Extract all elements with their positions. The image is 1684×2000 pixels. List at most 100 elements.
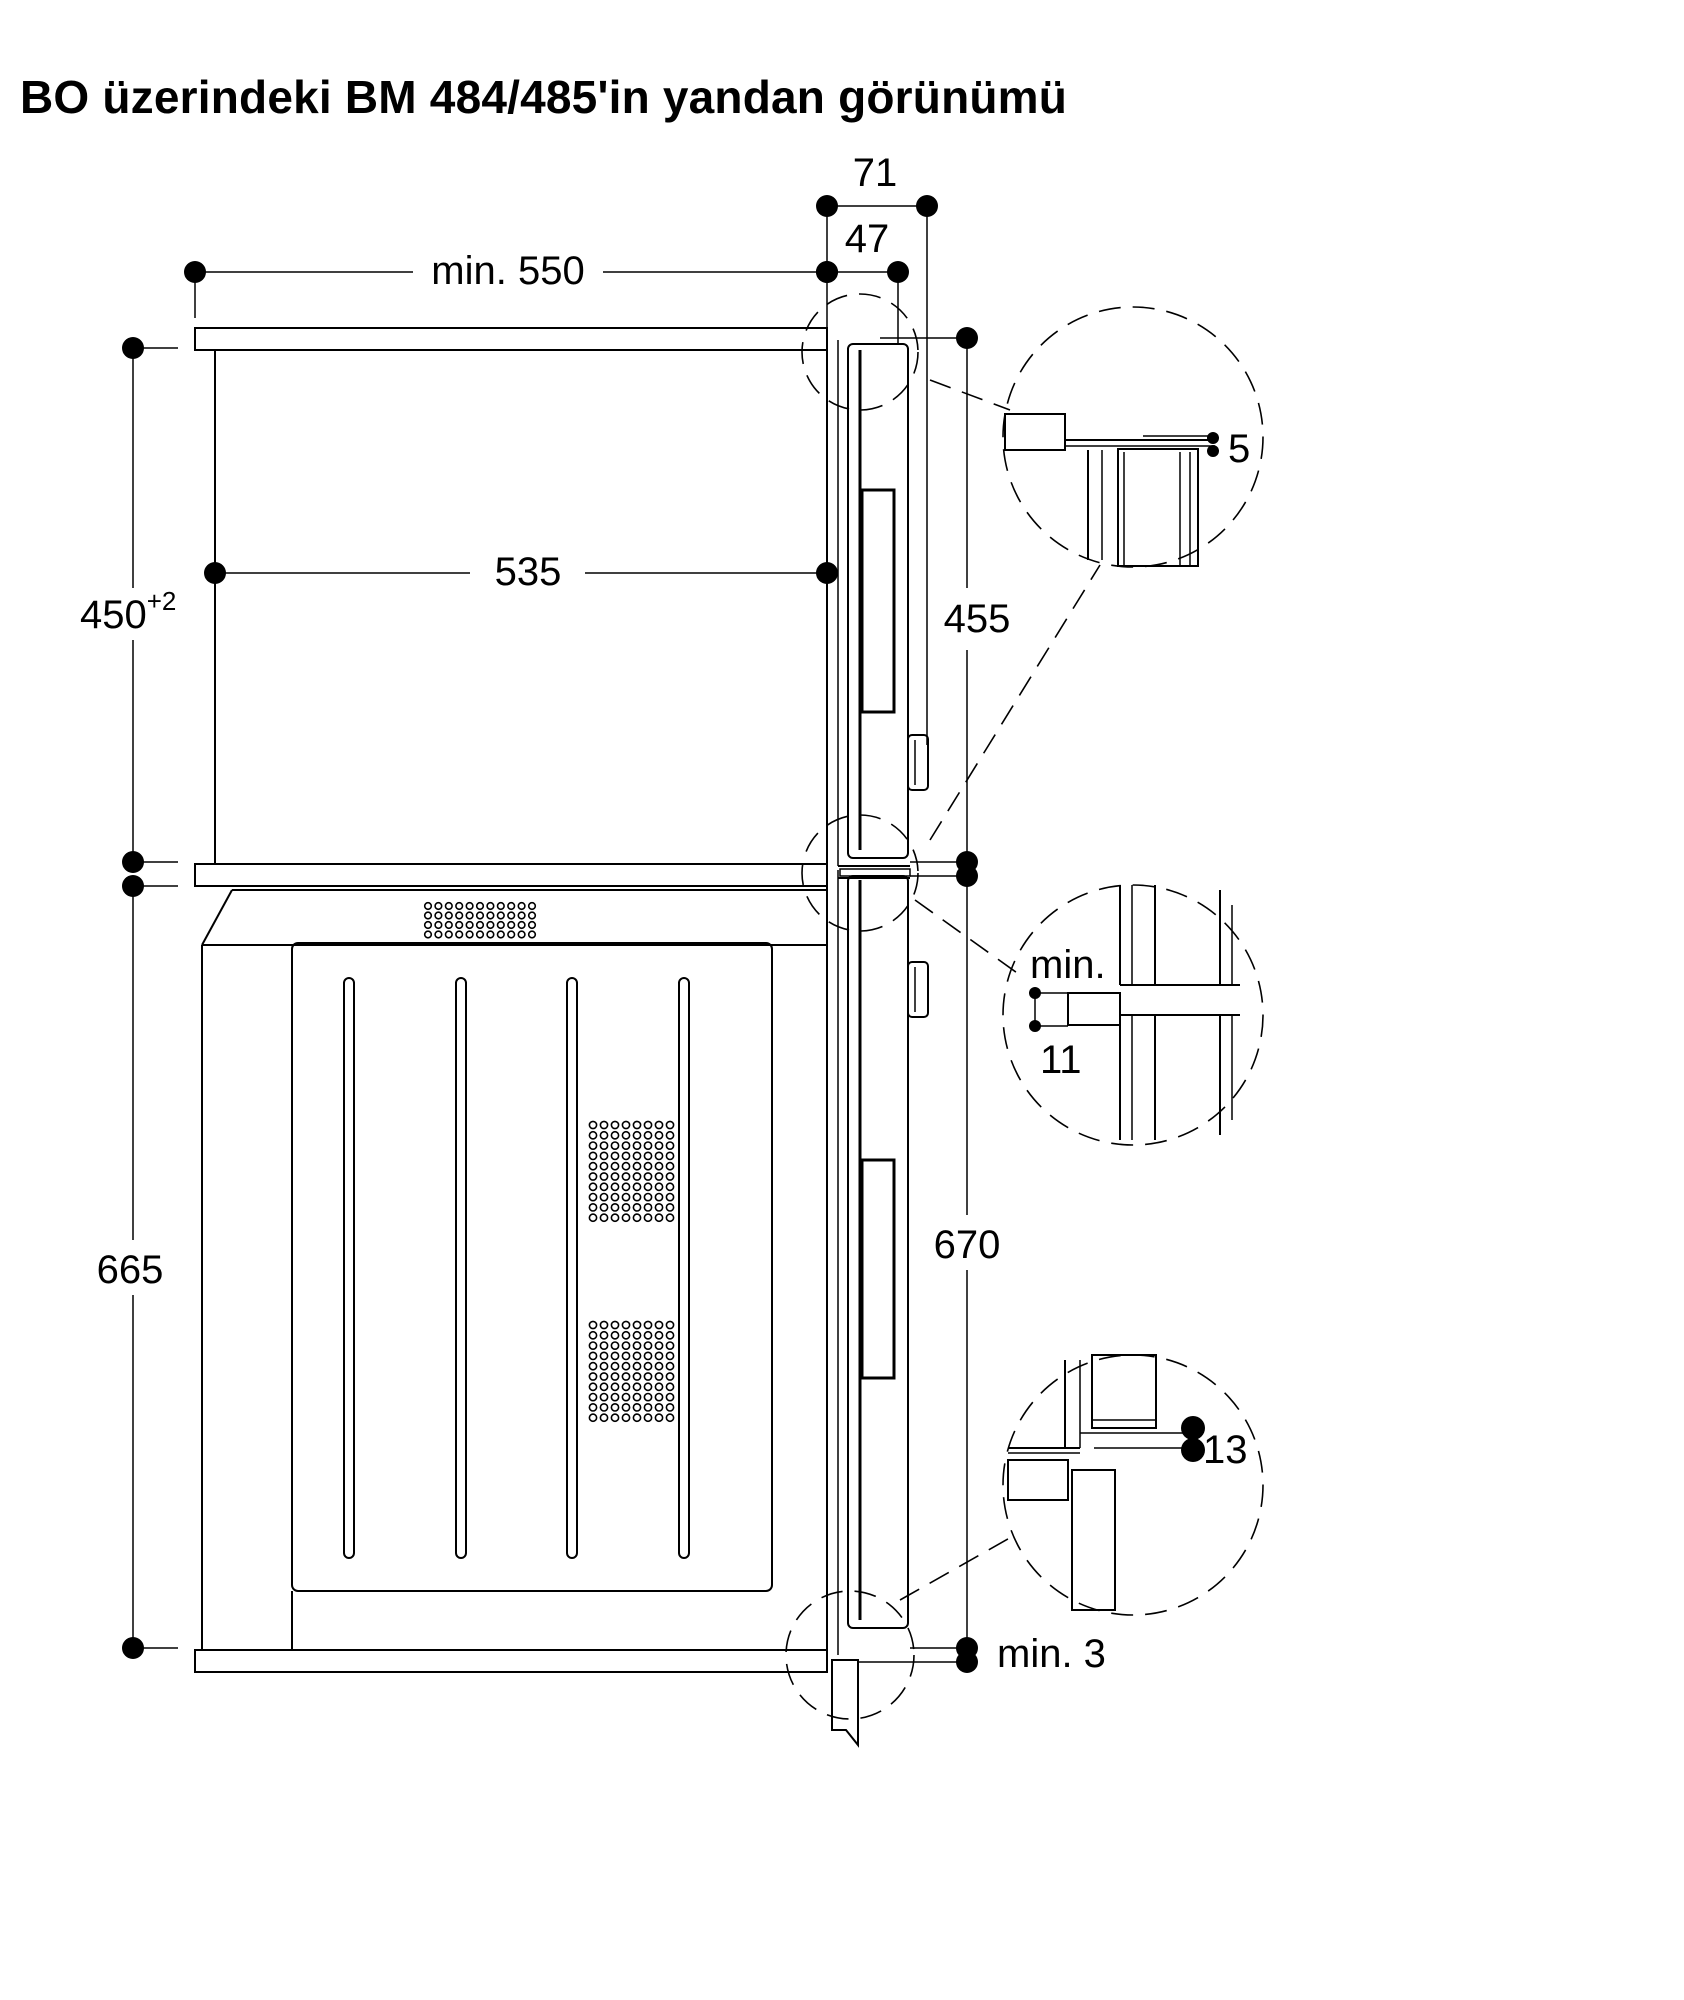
vent-hole [455, 930, 464, 939]
vent-hole [643, 1172, 653, 1181]
vent-hole [588, 1341, 598, 1350]
vent-hole [665, 1382, 675, 1392]
vent-hole [610, 1372, 620, 1381]
dim-670: 670 [934, 1223, 1001, 1267]
vent-hole [665, 1161, 675, 1171]
vent-hole [665, 1213, 675, 1223]
vent-hole [444, 911, 453, 920]
vent-hole [465, 901, 474, 911]
vent-hole [588, 1182, 598, 1192]
vent-hole [496, 911, 505, 920]
vent-hole [643, 1203, 653, 1212]
vent-hole [465, 930, 474, 939]
vent-hole [654, 1341, 664, 1350]
vent-hole [444, 930, 453, 939]
vent-hole [654, 1403, 664, 1412]
vent-hole [654, 1141, 664, 1150]
vent-hole [610, 1130, 620, 1140]
vent-hole [588, 1203, 598, 1212]
vent-hole [486, 930, 495, 939]
vent-hole [665, 1182, 675, 1192]
vent-hole [465, 911, 474, 920]
vent-hole [610, 1413, 620, 1423]
vent-hole [599, 1182, 609, 1192]
vent-hole [517, 901, 526, 911]
vent-hole [643, 1161, 653, 1171]
vent-hole [632, 1361, 642, 1371]
vent-hole [643, 1372, 653, 1381]
vent-hole [621, 1192, 631, 1202]
shelf-middle [194, 863, 828, 887]
vent-hole [654, 1161, 664, 1171]
vent-hole [665, 1392, 675, 1402]
vent-hole [665, 1341, 675, 1350]
dim-5: 5 [1228, 427, 1250, 471]
vent-hole [517, 911, 526, 920]
vent-hole [654, 1213, 664, 1223]
vent-hole [507, 911, 516, 920]
vent-hole [643, 1320, 653, 1330]
vent-hole [665, 1413, 675, 1423]
vent-hole [610, 1161, 620, 1171]
vent-hole [621, 1330, 631, 1340]
vent-hole [643, 1130, 653, 1140]
oven-rack-rails [343, 977, 690, 1559]
vent-hole [599, 1403, 609, 1412]
upper-niche [214, 349, 828, 865]
vent-hole [632, 1213, 642, 1223]
vent-hole [588, 1361, 598, 1371]
vent-hole [527, 920, 537, 930]
vent-hole [665, 1141, 675, 1150]
vent-hole [496, 901, 505, 911]
vent-hole [599, 1320, 609, 1330]
vent-hole [599, 1351, 609, 1361]
vent-hole [654, 1120, 664, 1130]
vent-hole [527, 911, 537, 920]
vent-hole [588, 1161, 598, 1171]
vent-hole [475, 930, 485, 939]
vent-hole [475, 920, 485, 930]
vent-hole [654, 1382, 664, 1392]
vent-hole [665, 1351, 675, 1361]
vent-hole [621, 1341, 631, 1350]
vent-hole [643, 1392, 653, 1402]
vent-hole [599, 1172, 609, 1181]
vent-hole [610, 1403, 620, 1412]
vent-hole [610, 1213, 620, 1223]
vent-hole [654, 1351, 664, 1361]
vent-hole [599, 1120, 609, 1130]
vent-hole [610, 1361, 620, 1371]
detail-markers [785, 293, 1101, 1720]
vent-hole [632, 1330, 642, 1340]
dim-535: 535 [495, 550, 562, 594]
vent-hole [599, 1382, 609, 1392]
vent-hole [588, 1413, 598, 1423]
detail-zoom-middle [1002, 884, 1264, 1146]
vent-hole [423, 930, 433, 939]
vent-hole [632, 1341, 642, 1350]
detail-zoom-bottom [1002, 1354, 1264, 1616]
vent-hole [632, 1182, 642, 1192]
vent-hole [632, 1192, 642, 1202]
vent-hole [665, 1320, 675, 1330]
vent-hole [643, 1403, 653, 1412]
vent-hole [423, 911, 433, 920]
vent-hole [621, 1351, 631, 1361]
vent-hole [610, 1382, 620, 1392]
vent-hole [632, 1141, 642, 1150]
page-title: BO üzerindeki BM 484/485'in yandan görün… [20, 71, 1068, 123]
vent-hole [643, 1413, 653, 1423]
vent-hole [643, 1330, 653, 1340]
vent-hole [517, 930, 526, 939]
dim-455: 455 [944, 597, 1011, 641]
vent-hole [632, 1413, 642, 1423]
vent-hole [621, 1413, 631, 1423]
vent-hole [588, 1372, 598, 1381]
vent-hole [632, 1382, 642, 1392]
vent-hole [507, 901, 516, 911]
vent-hole [496, 920, 505, 930]
vent-hole [610, 1182, 620, 1192]
vent-hole [527, 901, 537, 911]
oven-vent-holes-low [588, 1320, 675, 1423]
